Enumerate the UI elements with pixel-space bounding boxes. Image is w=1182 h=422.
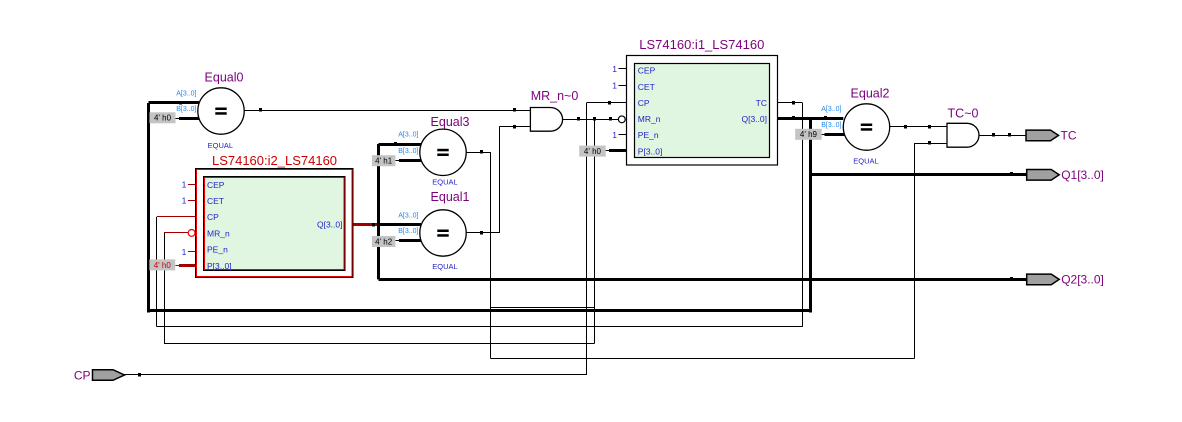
svg-text:EQUAL: EQUAL	[432, 178, 457, 187]
svg-text:MR_n: MR_n	[638, 114, 661, 124]
svg-text:1: 1	[182, 247, 187, 257]
svg-text:CP: CP	[207, 212, 219, 222]
svg-text:A[3..0]: A[3..0]	[398, 131, 418, 138]
svg-text:B[3..0]: B[3..0]	[821, 122, 841, 129]
svg-text:1: 1	[182, 196, 187, 206]
svg-text:MR_n: MR_n	[207, 228, 230, 238]
svg-text:CET: CET	[207, 196, 224, 206]
svg-text:4' h9: 4' h9	[800, 130, 818, 139]
svg-text:Q[3..0]: Q[3..0]	[741, 114, 767, 124]
svg-text:B[3..0]: B[3..0]	[398, 228, 418, 235]
svg-text:TC~0: TC~0	[948, 106, 979, 120]
svg-text:TC: TC	[756, 98, 767, 108]
svg-text:4' h0: 4' h0	[584, 147, 602, 156]
svg-text:Q2[3..0]: Q2[3..0]	[1061, 273, 1104, 287]
svg-text:1: 1	[612, 130, 617, 140]
svg-text:Equal2: Equal2	[851, 87, 890, 101]
svg-text:LS74160:i2_LS74160: LS74160:i2_LS74160	[212, 153, 337, 168]
svg-text:A[3..0]: A[3..0]	[821, 106, 841, 113]
svg-text:CEP: CEP	[638, 66, 656, 76]
svg-text:1: 1	[612, 81, 617, 91]
svg-text:CP: CP	[74, 368, 91, 382]
svg-text:4' h1: 4' h1	[375, 157, 393, 166]
svg-text:Equal3: Equal3	[431, 115, 470, 129]
svg-text:CET: CET	[638, 82, 655, 92]
svg-text:Q1[3..0]: Q1[3..0]	[1061, 168, 1104, 182]
svg-text:EQUAL: EQUAL	[208, 141, 233, 150]
svg-text:Equal1: Equal1	[431, 190, 470, 204]
svg-text:P[3..0]: P[3..0]	[638, 146, 663, 156]
svg-text:1: 1	[612, 64, 617, 74]
svg-text:A[3..0]: A[3..0]	[398, 212, 418, 219]
svg-text:Equal0: Equal0	[205, 71, 244, 85]
svg-text:4' h0: 4' h0	[154, 261, 172, 270]
svg-text:B[3..0]: B[3..0]	[398, 148, 418, 155]
svg-text:EQUAL: EQUAL	[853, 157, 878, 166]
svg-text:MR_n~0: MR_n~0	[531, 89, 579, 103]
svg-text:PE_n: PE_n	[638, 130, 659, 140]
svg-text:A[3..0]: A[3..0]	[176, 90, 196, 97]
svg-text:CP: CP	[638, 98, 650, 108]
svg-text:Q[3..0]: Q[3..0]	[317, 220, 343, 230]
svg-text:EQUAL: EQUAL	[432, 262, 457, 271]
svg-text:1: 1	[182, 179, 187, 189]
svg-text:LS74160:i1_LS74160: LS74160:i1_LS74160	[639, 37, 764, 52]
svg-text:PE_n: PE_n	[207, 245, 228, 255]
svg-text:P[3..0]: P[3..0]	[207, 261, 232, 271]
svg-text:4' h0: 4' h0	[154, 114, 172, 123]
svg-text:TC: TC	[1061, 129, 1077, 143]
svg-text:4' h2: 4' h2	[375, 237, 393, 246]
svg-text:CEP: CEP	[207, 180, 225, 190]
svg-text:B[3..0]: B[3..0]	[176, 106, 196, 113]
